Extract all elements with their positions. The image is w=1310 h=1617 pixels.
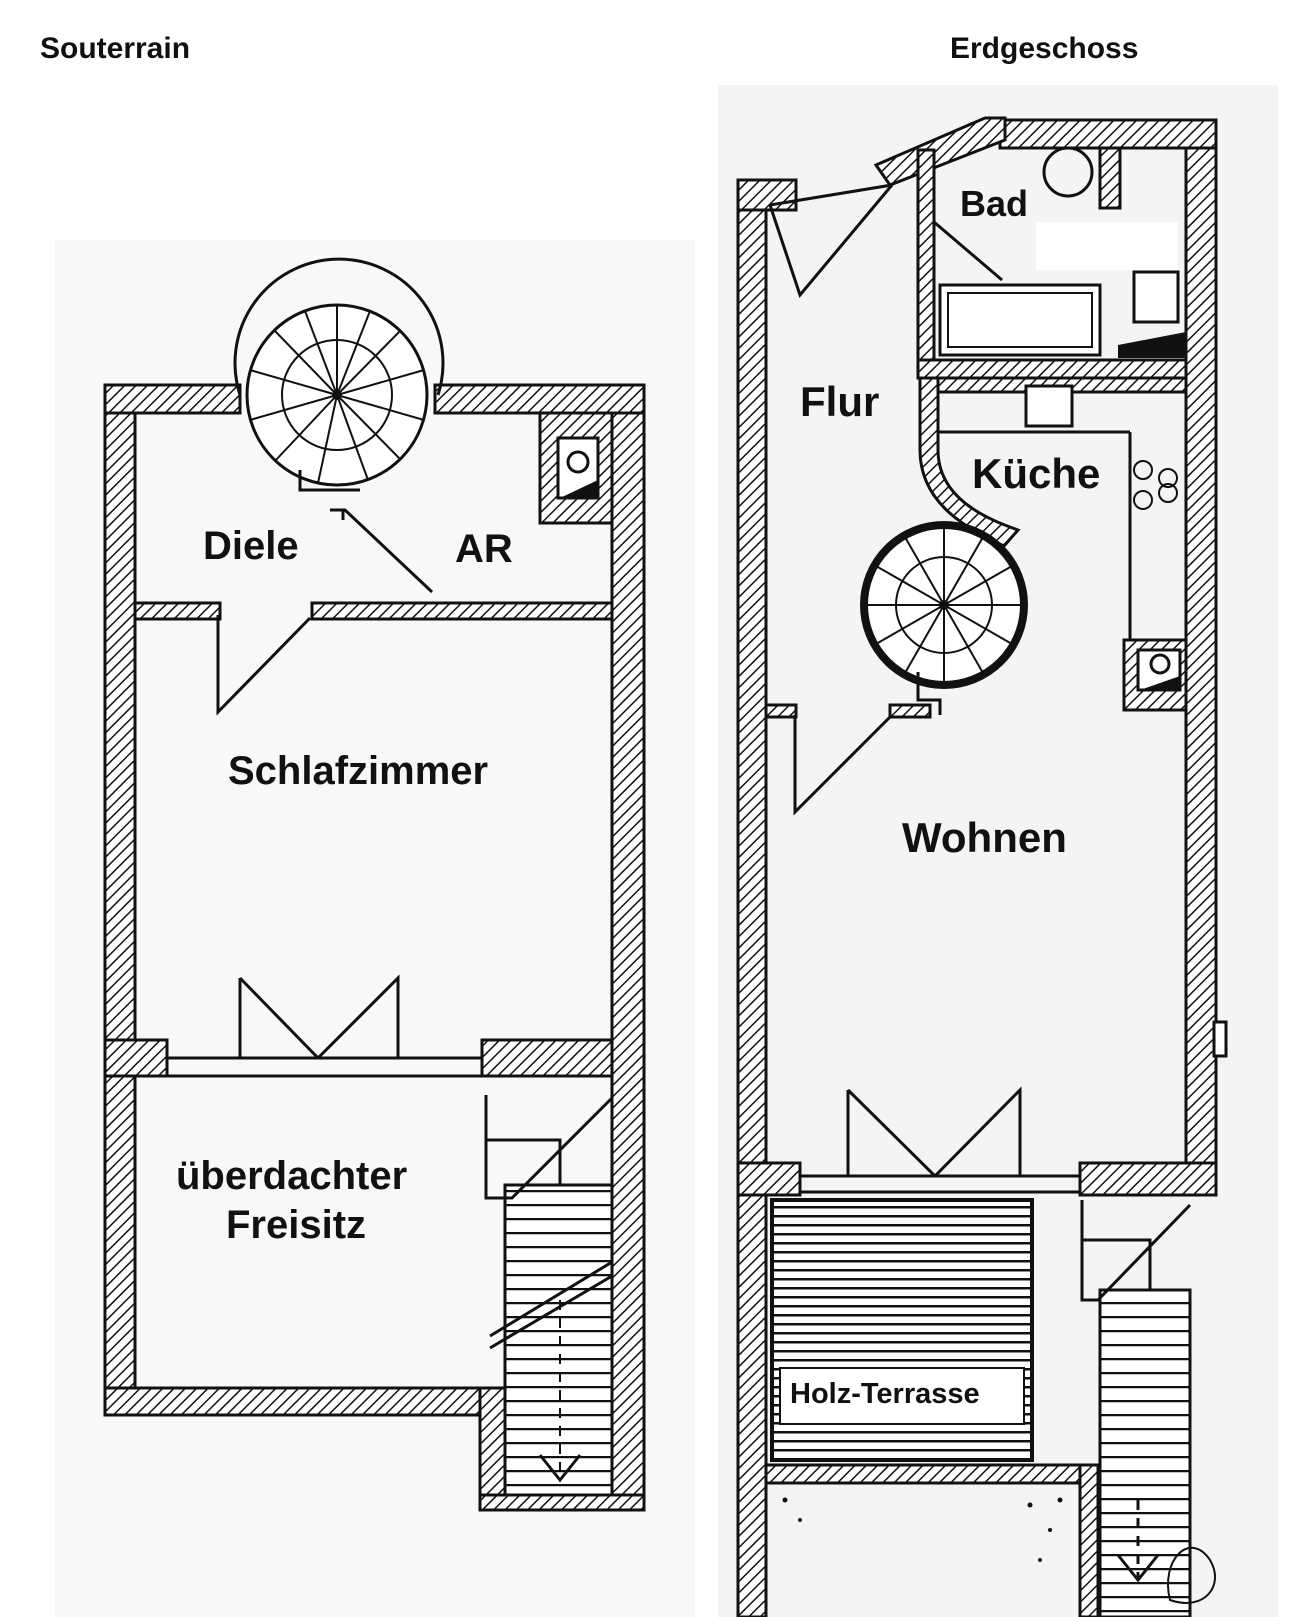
eg-gravel (782, 1497, 1063, 1562)
erdgeschoss-plan (736, 116, 1228, 1617)
souterrain-bedroom-door (216, 615, 312, 716)
souterrain-chimney-fill (560, 480, 598, 498)
souterrain-heading: Souterrain (40, 32, 191, 65)
eg-bath-wall-mid (1098, 146, 1122, 210)
eg-fridge (1024, 384, 1074, 428)
room-label-terrasse: Holz-Terrasse (790, 1378, 980, 1410)
room-label-freisitz-line1: überdachter (176, 1154, 408, 1198)
eg-entrance-door (768, 184, 894, 299)
room-label-schlafzimmer: Schlafzimmer (228, 749, 489, 793)
souterrain-chimney-flue (566, 450, 590, 474)
eg-bath-wall-left (916, 148, 936, 362)
souterrain-wall-mid-right (480, 1038, 614, 1078)
souterrain-wall-mid-left (103, 1038, 169, 1078)
souterrain-spiral-stair (233, 257, 445, 492)
souterrain-wall-diele-right (310, 601, 614, 621)
eg-stair-landing (1080, 1200, 1192, 1302)
souterrain-wall-diele (133, 601, 222, 621)
souterrain-wall-left (103, 383, 137, 1417)
souterrain-wall-right (610, 383, 646, 1512)
eg-terrace-wall-right (1078, 1463, 1100, 1617)
erdgeschoss-heading: Erdgeschoss (950, 32, 1139, 65)
souterrain-wall-top-right (433, 383, 646, 415)
room-label-bad: Bad (960, 183, 1029, 224)
eg-bathtub (938, 283, 1102, 357)
eg-chimney-flue (1149, 653, 1171, 675)
eg-bath-door (932, 195, 1003, 282)
eg-bath-basin (1042, 146, 1094, 198)
souterrain-double-door (238, 976, 322, 1060)
eg-spiral-stair (860, 521, 1028, 715)
eg-wall-mid-left (736, 1161, 802, 1197)
room-label-flur: Flur (800, 378, 880, 425)
eg-wall-mid-right (1078, 1161, 1218, 1197)
eg-bath-wall-bottom (916, 358, 1188, 380)
eg-terrace-wall (764, 1463, 1098, 1485)
eg-double-door (846, 1088, 939, 1178)
room-label-kueche: Küche (972, 450, 1101, 497)
eg-shrub (1167, 1546, 1216, 1604)
souterrain-stair-wall (478, 1386, 507, 1512)
souterrain-stair-landing (484, 1095, 614, 1200)
eg-curved-wall (918, 376, 1021, 548)
eg-wall-top-left (736, 178, 798, 212)
eg-hob (1133, 460, 1178, 510)
room-label-wohnen: Wohnen (902, 814, 1067, 861)
eg-entrance-wall (873, 116, 1007, 187)
eg-wall-top-right (998, 118, 1218, 150)
souterrain-wall-bottom-right (478, 1493, 646, 1512)
souterrain-plan (103, 257, 646, 1512)
eg-outdoor-stairs (1098, 1288, 1192, 1617)
eg-wall-flur-right (888, 703, 932, 719)
eg-bump-right (1212, 1020, 1228, 1058)
room-label-diele: Diele (203, 524, 299, 568)
eg-bath-fill-rect (1036, 222, 1178, 270)
eg-wall-right (1184, 118, 1218, 1167)
eg-living-door (793, 715, 892, 816)
eg-wc (1132, 270, 1180, 324)
eg-wall-left (736, 178, 768, 1617)
room-label-ar: AR (455, 527, 513, 571)
room-label-freisitz-line2: Freisitz (226, 1203, 367, 1247)
souterrain-ar-door (330, 508, 434, 594)
eg-wall-flur (764, 703, 798, 719)
souterrain-wall-top-left (103, 383, 242, 415)
souterrain-outdoor-stairs (503, 1183, 614, 1497)
souterrain-wall-bottom (103, 1386, 502, 1417)
eg-bath-shaft (1118, 332, 1186, 358)
eg-terrace-label-box (779, 1367, 1025, 1425)
